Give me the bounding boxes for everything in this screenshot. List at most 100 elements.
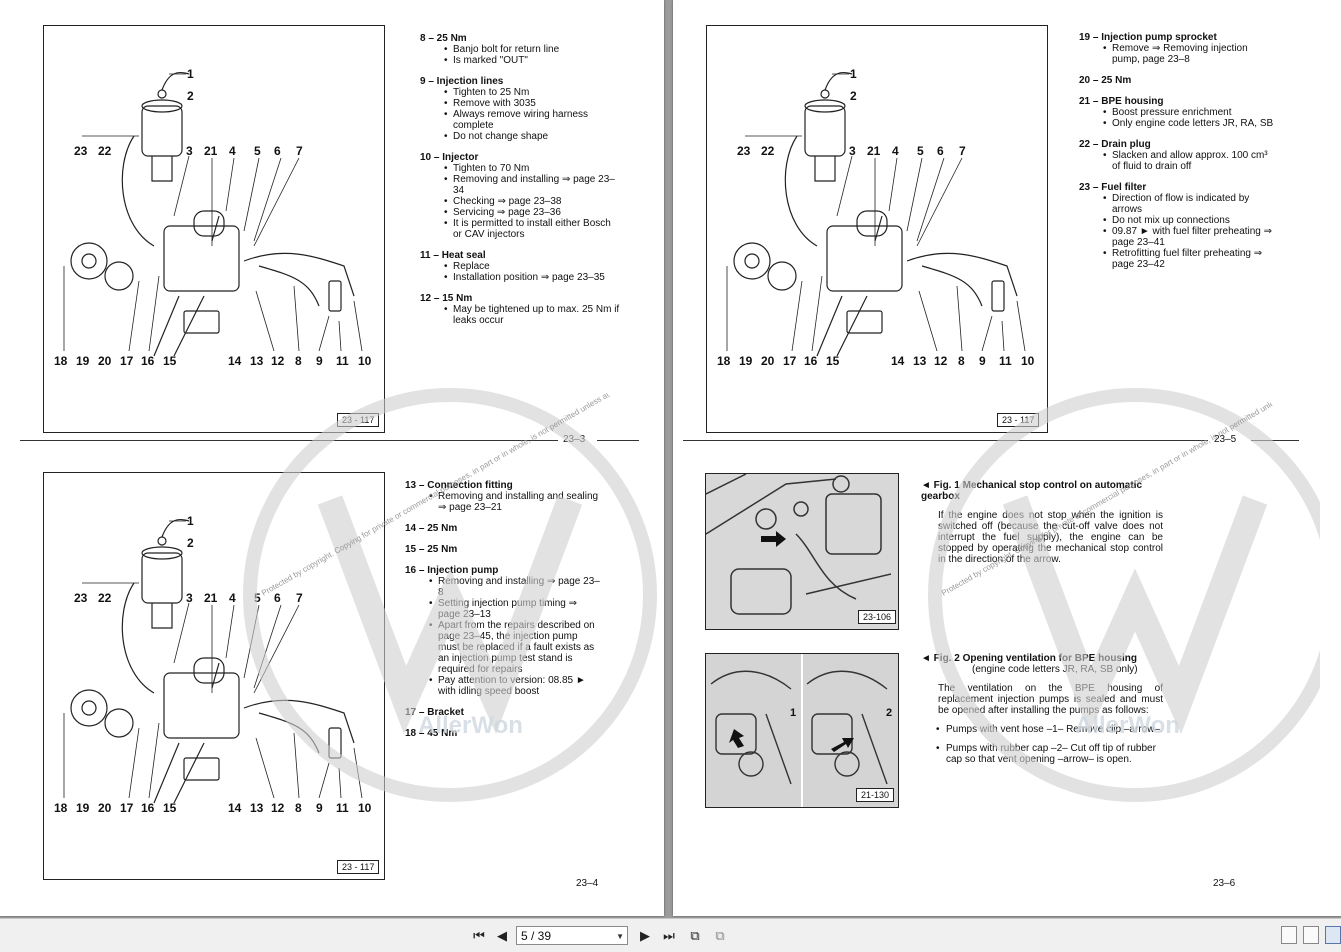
callout-13: 13 bbox=[913, 354, 927, 368]
callout-14: 14 bbox=[228, 801, 242, 815]
chevron-down-icon[interactable]: ▼ bbox=[616, 932, 624, 941]
continuous-view-icon[interactable] bbox=[1303, 926, 1319, 944]
callout-1: 1 bbox=[850, 67, 857, 81]
page-divider bbox=[683, 440, 1208, 441]
callout-10: 10 bbox=[358, 354, 372, 368]
callout-5: 5 bbox=[254, 144, 261, 158]
callout-23: 23 bbox=[737, 144, 751, 158]
callout-12: 12 bbox=[271, 801, 285, 815]
callout-21: 21 bbox=[867, 144, 881, 158]
brand-watermark: AllerWon bbox=[1075, 712, 1180, 739]
callout-2: 2 bbox=[187, 536, 194, 550]
page-divider bbox=[1251, 440, 1299, 441]
legend-item: 20 – 25 Nm bbox=[1079, 75, 1132, 86]
callout-15: 15 bbox=[163, 354, 177, 368]
page-number: 23–3 bbox=[563, 434, 586, 445]
callout-11: 11 bbox=[336, 354, 349, 368]
first-page-icon[interactable]: ⏮ bbox=[473, 928, 485, 943]
previous-page-icon[interactable]: ◀ bbox=[497, 928, 507, 943]
callout-9: 9 bbox=[316, 801, 323, 815]
callout-23: 23 bbox=[74, 144, 88, 158]
injection-pump-diagram bbox=[63, 71, 363, 357]
callout-3: 3 bbox=[186, 591, 193, 605]
callout-20: 20 bbox=[761, 354, 775, 368]
brand-watermark: AllerWon bbox=[418, 712, 523, 739]
legend-item: 10 – Injector Tighten to 70 NmRemoving a… bbox=[420, 152, 620, 240]
figure-label: 23-106 bbox=[858, 610, 897, 624]
callout-23: 23 bbox=[74, 591, 88, 605]
legend-item: 9 – Injection lines Tighten to 25 NmRemo… bbox=[420, 76, 620, 142]
page-number-field[interactable]: 5 / 39 ▼ bbox=[516, 926, 628, 945]
figure-2-caption: ◄ Fig. 2 Opening ventilation for BPE hou… bbox=[921, 653, 1138, 664]
page-divider bbox=[20, 440, 558, 441]
callout-15: 15 bbox=[826, 354, 840, 368]
callout-19: 19 bbox=[739, 354, 753, 368]
engine-photo-2: 1 2 bbox=[706, 654, 898, 807]
document-viewport[interactable]: 1 2 23 22 3 21 4 5 6 7 18 19 20 17 16 15… bbox=[0, 0, 1341, 918]
callout-18: 18 bbox=[717, 354, 731, 368]
callout-22: 22 bbox=[98, 591, 112, 605]
callout-14: 14 bbox=[891, 354, 905, 368]
callout-13: 13 bbox=[250, 354, 264, 368]
callout-19: 19 bbox=[76, 354, 90, 368]
callout-2: 2 bbox=[850, 89, 857, 103]
legend-item: 14 – 25 Nm bbox=[405, 523, 458, 534]
right-page: 1 2 23 22 3 21 4 5 6 7 18 19 20 17 16 15… bbox=[673, 0, 1341, 916]
callout-15: 15 bbox=[163, 801, 177, 815]
figure-label: 23 - 117 bbox=[997, 413, 1040, 427]
viewer-toolbar: ⏮ ◀ 5 / 39 ▼ ▶ ⏭ ⧉ ⧉ bbox=[0, 918, 1341, 952]
legend-item: 22 – Drain plug Slacken and allow approx… bbox=[1079, 139, 1275, 172]
callout-3: 3 bbox=[186, 144, 193, 158]
callout-22: 22 bbox=[761, 144, 775, 158]
callout-17: 17 bbox=[783, 354, 797, 368]
callout-14: 14 bbox=[228, 354, 242, 368]
callout-21: 21 bbox=[204, 144, 218, 158]
legend-item: 21 – BPE housing Boost pressure enrichme… bbox=[1079, 96, 1275, 129]
callout-4: 4 bbox=[229, 591, 236, 605]
callout-12: 12 bbox=[934, 354, 948, 368]
last-page-icon[interactable]: ⏭ bbox=[663, 928, 675, 943]
callout-17: 17 bbox=[120, 801, 134, 815]
legend-item: 23 – Fuel filter Direction of flow is in… bbox=[1079, 182, 1275, 270]
engine-photo-1 bbox=[706, 474, 898, 629]
callout-3: 3 bbox=[849, 144, 856, 158]
next-page-icon[interactable]: ▶ bbox=[640, 928, 650, 943]
callout-11: 11 bbox=[999, 354, 1012, 368]
legend-top-right: 19 – Injection pump sprocket Remove ⇒ Re… bbox=[1079, 32, 1275, 280]
callout-6: 6 bbox=[274, 591, 281, 605]
left-page: 1 2 23 22 3 21 4 5 6 7 18 19 20 17 16 15… bbox=[0, 0, 664, 916]
callout-10: 10 bbox=[358, 801, 372, 815]
callout-20: 20 bbox=[98, 801, 112, 815]
figure-photo-2: 1 2 21-130 bbox=[705, 653, 899, 808]
callout-16: 16 bbox=[141, 354, 155, 368]
callout-6: 6 bbox=[937, 144, 944, 158]
legend-item: 16 – Injection pump Removing and install… bbox=[405, 565, 600, 697]
callout-17: 17 bbox=[120, 354, 134, 368]
figure-photo-1: 23-106 bbox=[705, 473, 899, 630]
svg-text:2: 2 bbox=[886, 707, 892, 719]
legend-item: 19 – Injection pump sprocket Remove ⇒ Re… bbox=[1079, 32, 1275, 65]
callout-6: 6 bbox=[274, 144, 281, 158]
injection-pump-diagram bbox=[63, 518, 363, 804]
callout-5: 5 bbox=[254, 591, 261, 605]
figure-1-text: ◄ Fig. 1 Mechanical stop control on auto… bbox=[921, 480, 1163, 573]
injection-pump-diagram bbox=[726, 71, 1026, 357]
figure-2-step: Pumps with rubber cap –2– Cut off tip of… bbox=[936, 743, 1163, 765]
go-forward-view-icon[interactable]: ⧉ bbox=[715, 928, 725, 943]
callout-22: 22 bbox=[98, 144, 112, 158]
callout-4: 4 bbox=[229, 144, 236, 158]
callout-11: 11 bbox=[336, 801, 349, 815]
callout-12: 12 bbox=[271, 354, 285, 368]
callout-9: 9 bbox=[316, 354, 323, 368]
callout-16: 16 bbox=[141, 801, 155, 815]
single-page-view-icon[interactable] bbox=[1281, 926, 1297, 944]
go-back-view-icon[interactable]: ⧉ bbox=[690, 928, 700, 943]
callout-4: 4 bbox=[892, 144, 899, 158]
facing-pages-view-icon[interactable] bbox=[1325, 926, 1341, 944]
figure-2-subcaption: (engine code letters JR, RA, SB only) bbox=[972, 664, 1138, 675]
callout-2: 2 bbox=[187, 89, 194, 103]
callout-7: 7 bbox=[296, 591, 303, 605]
exploded-diagram-bottom-left: 1 2 23 22 3 21 4 5 6 7 18 19 20 17 16 15… bbox=[43, 472, 385, 880]
callout-19: 19 bbox=[76, 801, 90, 815]
callout-1: 1 bbox=[187, 67, 194, 81]
